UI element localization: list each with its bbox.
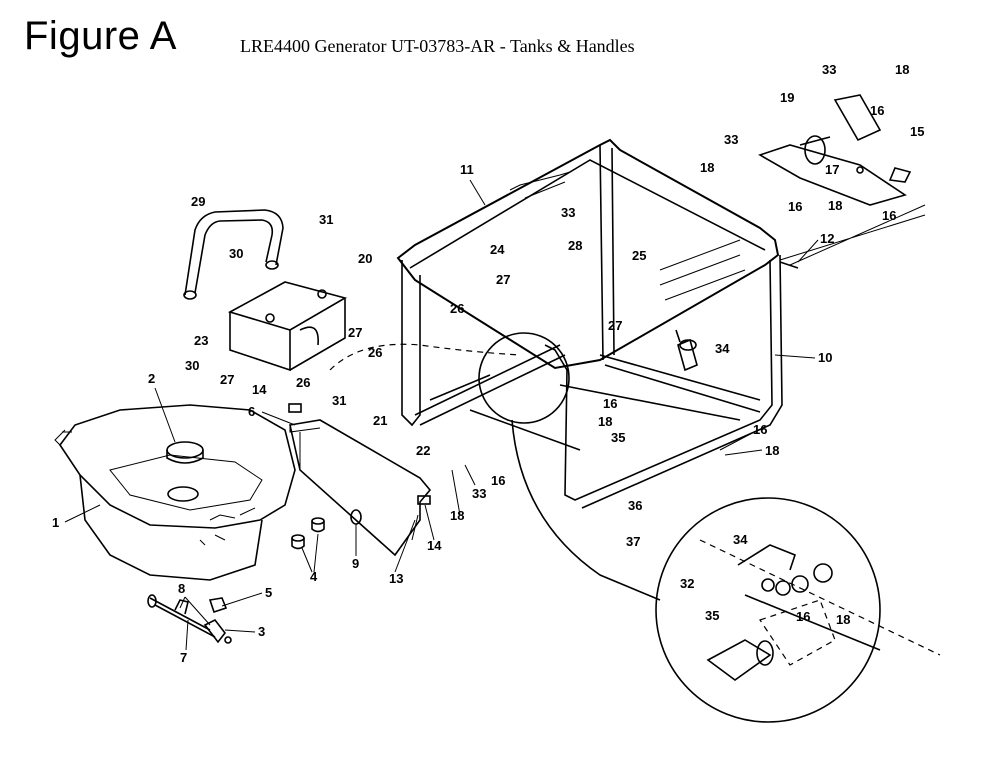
callout-16a: 16 [870, 103, 884, 118]
callout-18a: 18 [895, 62, 909, 77]
callout-16c: 16 [882, 208, 896, 223]
callout-8: 8 [178, 581, 185, 596]
callout-16b: 16 [788, 199, 802, 214]
ground-terminal [675, 329, 698, 372]
fuel-tank [54, 404, 296, 581]
callout-29: 30 [185, 358, 199, 373]
callout-4: 4 [310, 569, 318, 584]
callout-33a: 33 [822, 62, 836, 77]
callout-31a: 31 [332, 393, 346, 408]
callout-7: 7 [180, 650, 187, 665]
callout-35a: 35 [611, 430, 625, 445]
receptacle-bracket [758, 94, 912, 206]
diagram-subtitle: LRE4400 Generator UT-03783-AR - Tanks & … [240, 36, 635, 56]
callout-34a: 34 [715, 341, 730, 356]
callout-12: 12 [820, 231, 834, 246]
callout-2: 2 [148, 371, 155, 386]
callout-3: 3 [258, 624, 265, 639]
callout-30a: 30 [229, 246, 243, 261]
callout-16d: 16 [603, 396, 617, 411]
callout-34b: 35 [705, 608, 719, 623]
callout-10: 10 [818, 350, 832, 365]
callout-26c: 26 [450, 301, 464, 316]
callout-19: 19 [780, 90, 794, 105]
callout-21: 21 [373, 413, 387, 428]
callout-18d: 18 [598, 414, 612, 429]
callout-20: 20 [358, 251, 372, 266]
callout-27b: 27 [348, 325, 362, 340]
callout-15: 15 [910, 124, 924, 139]
callout-32: 33 [561, 205, 575, 220]
callout-18e: 18 [765, 443, 779, 458]
callout-14b: 14 [427, 538, 442, 553]
callout-26d: 27 [608, 318, 622, 333]
callout-16e: 16 [491, 473, 505, 488]
callout-31b: 32 [680, 576, 694, 591]
figure-label: Figure A [24, 14, 177, 58]
callout-24: 24 [490, 242, 505, 257]
callout-18f: 18 [450, 508, 464, 523]
callout-14a: 14 [252, 382, 267, 397]
callout-16f: 16 [753, 422, 767, 437]
callout-6: 6 [248, 404, 255, 419]
callout-27a: 27 [220, 372, 234, 387]
callout-labels: 1 2 3 4 5 6 7 8 9 10 11 12 13 14 14 15 1… [52, 62, 924, 665]
callout-1: 1 [52, 515, 59, 530]
handle [183, 209, 284, 300]
callout-25: 25 [632, 248, 646, 263]
callout-28: 29 [191, 194, 205, 209]
callout-23: 23 [194, 333, 208, 348]
callout-26a: 26 [296, 375, 310, 390]
callout-27c: 27 [496, 272, 510, 287]
callout-18g: 18 [836, 612, 850, 627]
fuel-valve-assembly [147, 594, 232, 644]
callout-18b: 18 [700, 160, 714, 175]
callout-22: 22 [416, 443, 430, 458]
battery [227, 281, 348, 372]
callout-35b: 36 [628, 498, 642, 513]
generator-frame [396, 138, 783, 509]
detail-inset [699, 539, 941, 681]
callout-30b: 31 [319, 212, 333, 227]
callout-9: 9 [352, 556, 359, 571]
tank-bracket [288, 403, 432, 557]
callout-16g: 16 [796, 609, 810, 624]
callout-33c: 33 [472, 486, 486, 501]
grommets [291, 517, 325, 550]
callout-33b: 33 [724, 132, 738, 147]
callout-36: 37 [626, 534, 640, 549]
callout-5: 5 [265, 585, 272, 600]
callout-26b: 26 [368, 345, 382, 360]
callout-17: 17 [825, 162, 839, 177]
callout-13: 13 [389, 571, 403, 586]
callout-27d: 28 [568, 238, 582, 253]
callout-11: 11 [460, 162, 474, 177]
leader-lines [64, 179, 819, 651]
callout-18c: 18 [828, 198, 842, 213]
callout-33d: 34 [733, 532, 748, 547]
